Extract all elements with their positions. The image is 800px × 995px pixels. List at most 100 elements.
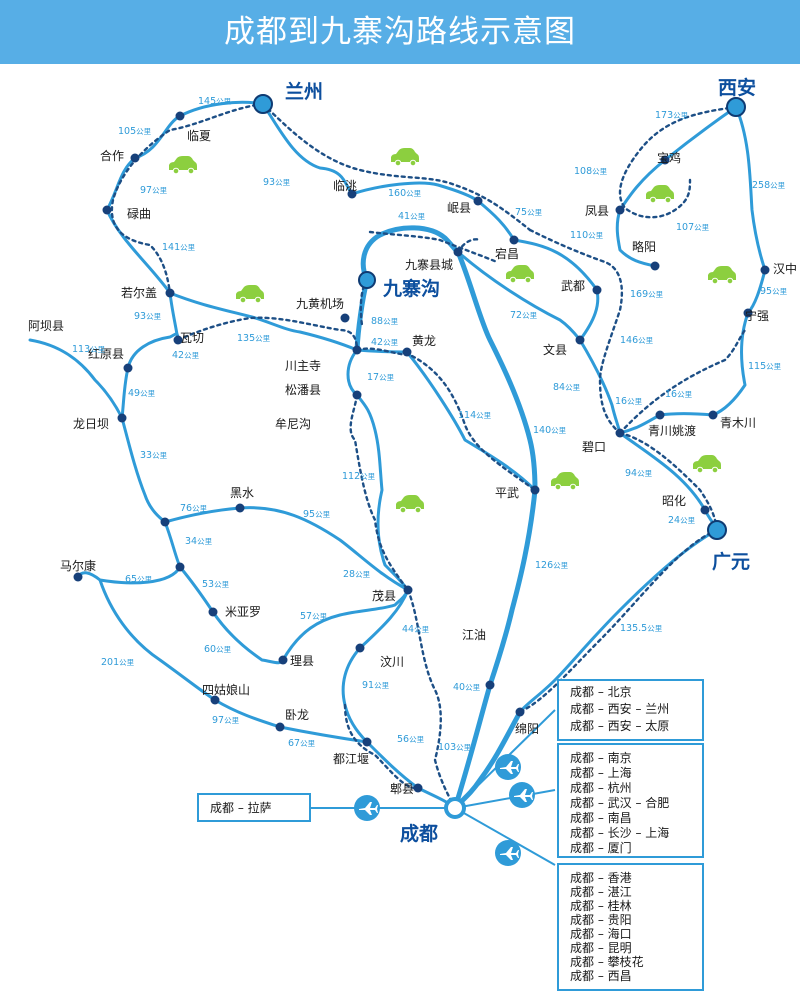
place-label: 阿坝县 (28, 319, 64, 333)
city-label-xian: 西安 (718, 76, 756, 99)
distance-label: 28公里 (343, 569, 371, 580)
place-label: 江油 (462, 628, 486, 642)
place-label: 武都 (561, 279, 585, 293)
flight-route-text: 成都 – 西安 – 兰州 (570, 701, 669, 716)
distance-label: 173公里 (655, 110, 689, 121)
distance-label: 41公里 (398, 211, 426, 222)
car-icon (235, 284, 265, 304)
place-label: 绵阳 (515, 722, 539, 736)
distance-label: 34公里 (185, 536, 213, 547)
distance-label: 53公里 (202, 579, 230, 590)
distance-label: 169公里 (630, 289, 664, 300)
flight-route-text: 成都 – 海口 (570, 926, 632, 941)
distance-label: 57公里 (300, 611, 328, 622)
flight-route-text: 成都 – 香港 (570, 871, 632, 885)
flight-route-text: 成都 – 杭州 (570, 780, 632, 795)
place-label: 宝鸡 (657, 150, 681, 165)
distance-label: 114公里 (458, 410, 492, 421)
distance-label: 146公里 (620, 335, 654, 346)
distance-label: 24公里 (668, 515, 696, 526)
car-icon (645, 184, 675, 204)
distance-label: 42公里 (371, 337, 399, 348)
city-label-lanzhou: 兰州 (285, 80, 323, 103)
chengdu-marker (444, 797, 466, 819)
car-icon (692, 454, 722, 474)
city-label-chengdu: 成都 (400, 822, 438, 845)
distance-label: 40公里 (453, 682, 481, 693)
car-icon (390, 147, 420, 167)
flight-route-text: 成都 – 西安 – 太原 (570, 718, 669, 733)
distance-label: 67公里 (288, 738, 316, 749)
distance-label: 65公里 (125, 574, 153, 585)
place-label: 凤县 (585, 204, 609, 218)
distance-label: 93公里 (263, 177, 291, 188)
place-label: 临洮 (333, 179, 357, 193)
place-label: 瓦切 (180, 331, 204, 345)
distance-label: 44公里 (402, 624, 430, 635)
distance-label: 107公里 (676, 222, 710, 233)
flight-route-text: 成都 – 南昌 (570, 810, 632, 825)
distance-label: 258公里 (752, 180, 786, 191)
place-label: 平武 (495, 486, 519, 500)
place-label: 合作 (100, 148, 124, 163)
flight-route-text: 成都 – 长沙 – 上海 (570, 825, 669, 840)
distance-label: 126公里 (535, 560, 569, 571)
distance-label: 94公里 (625, 468, 653, 479)
place-label: 都江堰 (333, 752, 369, 766)
place-label: 牟尼沟 (275, 416, 311, 431)
place-label: 昭化 (662, 494, 686, 508)
flight-route-text: 成都 – 北京 (570, 685, 632, 699)
flight-box-lhasa: 成都 – 拉萨 (197, 793, 311, 822)
flight-route-text: 成都 – 昆明 (570, 941, 632, 955)
guangyuan-marker (707, 520, 727, 540)
distance-label: 145公里 (198, 96, 232, 107)
flight-route-text: 成都 – 厦门 (570, 840, 632, 855)
distance-label: 115公里 (748, 361, 782, 372)
flight-route-text: 成都 – 拉萨 (210, 800, 272, 815)
place-label: 马尔康 (60, 558, 96, 573)
distance-label: 113公里 (72, 344, 106, 355)
place-label: 宁强 (745, 308, 769, 323)
distance-labels: 145公里 105公里 97公里 141公里 93公里 113公里 135公里 … (72, 96, 788, 753)
distance-label: 140公里 (533, 425, 567, 436)
flight-route-text: 成都 – 上海 (570, 765, 632, 780)
town-dots (73, 111, 770, 793)
flight-route-text: 成都 – 贵阳 (570, 913, 632, 927)
distance-label: 108公里 (574, 166, 608, 177)
flight-route-text: 成都 – 桂林 (570, 898, 632, 913)
place-label: 黄龙 (412, 334, 436, 348)
distance-label: 97公里 (140, 185, 168, 196)
flight-routes (310, 709, 556, 866)
distance-label: 160公里 (388, 188, 422, 199)
distance-label: 95公里 (760, 286, 788, 297)
airplane-icon (509, 782, 535, 808)
car-icon (168, 155, 198, 175)
map-title: 成都到九寨沟路线示意图 (0, 0, 800, 64)
place-label: 碧口 (582, 440, 606, 454)
place-label: 汶川 (380, 654, 404, 669)
place-label: 青川姚渡 (648, 423, 696, 438)
place-label: 青木川 (720, 416, 756, 430)
place-label: 临夏 (187, 129, 211, 143)
place-label: 文县 (543, 342, 567, 357)
car-icon (505, 264, 535, 284)
flight-box-south: 成都 – 香港 成都 – 湛江 成都 – 桂林 成都 – 贵阳 成都 – 海口 … (557, 863, 704, 991)
place-label: 川主寺 (285, 359, 321, 373)
distance-label: 75公里 (515, 207, 543, 218)
distance-label: 72公里 (510, 310, 538, 321)
flight-box-north: 成都 – 北京 成都 – 西安 – 兰州 成都 – 西安 – 太原 (557, 679, 704, 741)
distance-label: 17公里 (367, 372, 395, 383)
flight-route-text: 成都 – 攀枝花 (570, 954, 644, 969)
jiuzhaigou-marker (358, 271, 376, 289)
place-label: 红原县 (88, 346, 124, 361)
distance-label: 103公里 (438, 742, 472, 753)
distance-label: 95公里 (303, 509, 331, 520)
place-label: 岷县 (447, 200, 471, 215)
distance-label: 105公里 (118, 126, 152, 137)
flight-box-east: 成都 – 南京 成都 – 上海 成都 – 杭州 成都 – 武汉 – 合肥 成都 … (557, 743, 704, 858)
place-labels: 临夏 合作 碌曲 临洮 岷县 宕昌 凤县 宝鸡 略阳 武都 汉中 宁强 文县 青… (28, 129, 797, 796)
distance-label: 84公里 (553, 382, 581, 393)
flight-route-text: 成都 – 武汉 – 合肥 (570, 795, 669, 810)
dashed-routes (110, 102, 747, 810)
place-label: 龙日坝 (73, 417, 109, 431)
